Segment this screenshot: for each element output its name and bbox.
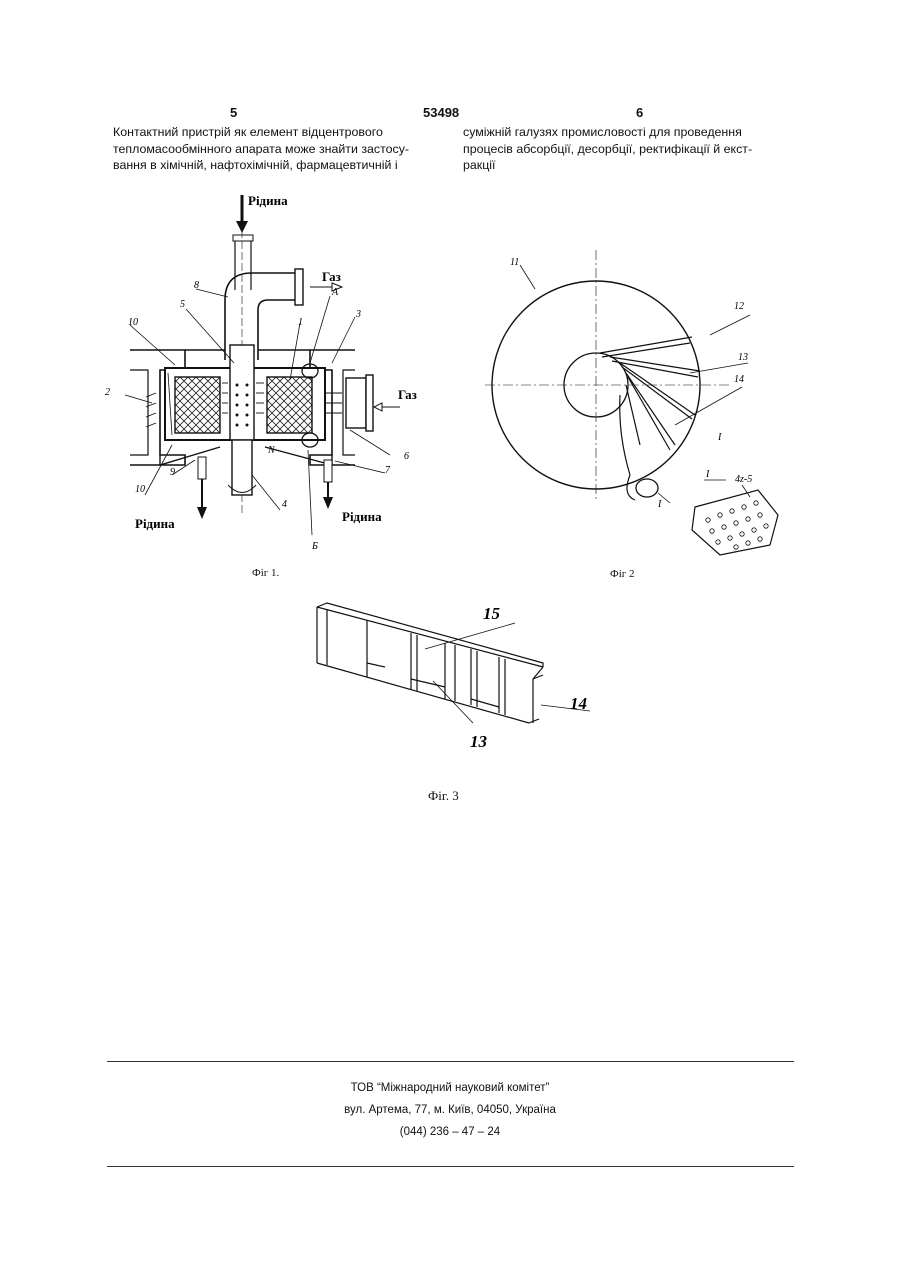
- label-I-detail: I: [705, 469, 710, 480]
- footer-phone: (044) 236 – 47 – 24: [0, 1126, 900, 1138]
- figure-3-caption: Фіг. 3: [428, 788, 459, 804]
- label-3: 3: [355, 309, 361, 320]
- page-number-left: 5: [230, 105, 237, 120]
- label-10a: 10: [128, 317, 138, 328]
- label-gas-out: Газ: [322, 269, 341, 284]
- label-I-circle: I: [657, 499, 662, 510]
- label-liquid-out-left: Рідина: [135, 516, 175, 531]
- label-11: 11: [510, 257, 519, 268]
- label-B: Б: [311, 541, 318, 552]
- label-liquid-in: Рідина: [248, 193, 288, 208]
- label-8: 8: [194, 280, 199, 291]
- footer-address: вул. Артема, 77, м. Київ, 04050, Україна: [0, 1104, 900, 1116]
- text-line: процесів абсорбції, десорбції, ректифіка…: [463, 141, 789, 158]
- figure-1-caption: Фіг 1.: [252, 567, 279, 579]
- label-10b: 10: [135, 484, 145, 495]
- label-6: 6: [404, 451, 409, 462]
- figure-3-drawing: 15 14 13: [305, 595, 610, 760]
- label-A: А: [331, 287, 339, 298]
- label-I-marker: I: [717, 432, 722, 443]
- label-15: 15: [483, 604, 501, 623]
- figure-1-drawing: Рідина Газ Газ: [100, 185, 445, 560]
- text-line: суміжній галузях промисловості для прове…: [463, 124, 789, 141]
- label-1: 1: [298, 317, 303, 328]
- figure-2-drawing: 12 13 14 11 I I I 4z-5: [480, 245, 790, 565]
- label-14: 14: [570, 694, 587, 713]
- footer-org: ТОВ “Міжнародний науковий комітет”: [0, 1082, 900, 1094]
- label-9: 9: [170, 467, 175, 478]
- label-N: N: [267, 445, 276, 456]
- footer-rule-top: [107, 1061, 794, 1062]
- text-column-right: суміжній галузях промисловості для прове…: [463, 124, 789, 174]
- text-column-left: Контактний пристрій як елемент відцентро…: [113, 124, 425, 174]
- label-14: 14: [734, 374, 744, 385]
- text-line: ракції: [463, 157, 789, 174]
- label-5: 5: [180, 299, 185, 310]
- label-13: 13: [470, 732, 488, 751]
- text-line: вання в хімічній, нафтохімічній, фармаце…: [113, 157, 425, 174]
- label-13: 13: [738, 352, 748, 363]
- text-line: тепломасообмінного апарата може знайти з…: [113, 141, 425, 158]
- label-7: 7: [385, 465, 391, 476]
- label-2: 2: [105, 387, 110, 398]
- label-detail-spec: 4z-5: [735, 474, 752, 485]
- page-number-right: 6: [636, 105, 643, 120]
- label-gas-in: Газ: [398, 387, 417, 402]
- text-line: Контактний пристрій як елемент відцентро…: [113, 124, 425, 141]
- footer-rule-bottom: [107, 1166, 794, 1167]
- figure-2-caption: Фіг 2: [610, 568, 635, 580]
- patent-number: 53498: [423, 105, 459, 120]
- label-4: 4: [282, 499, 287, 510]
- label-liquid-out-right: Рідина: [342, 509, 382, 524]
- label-12: 12: [734, 301, 744, 312]
